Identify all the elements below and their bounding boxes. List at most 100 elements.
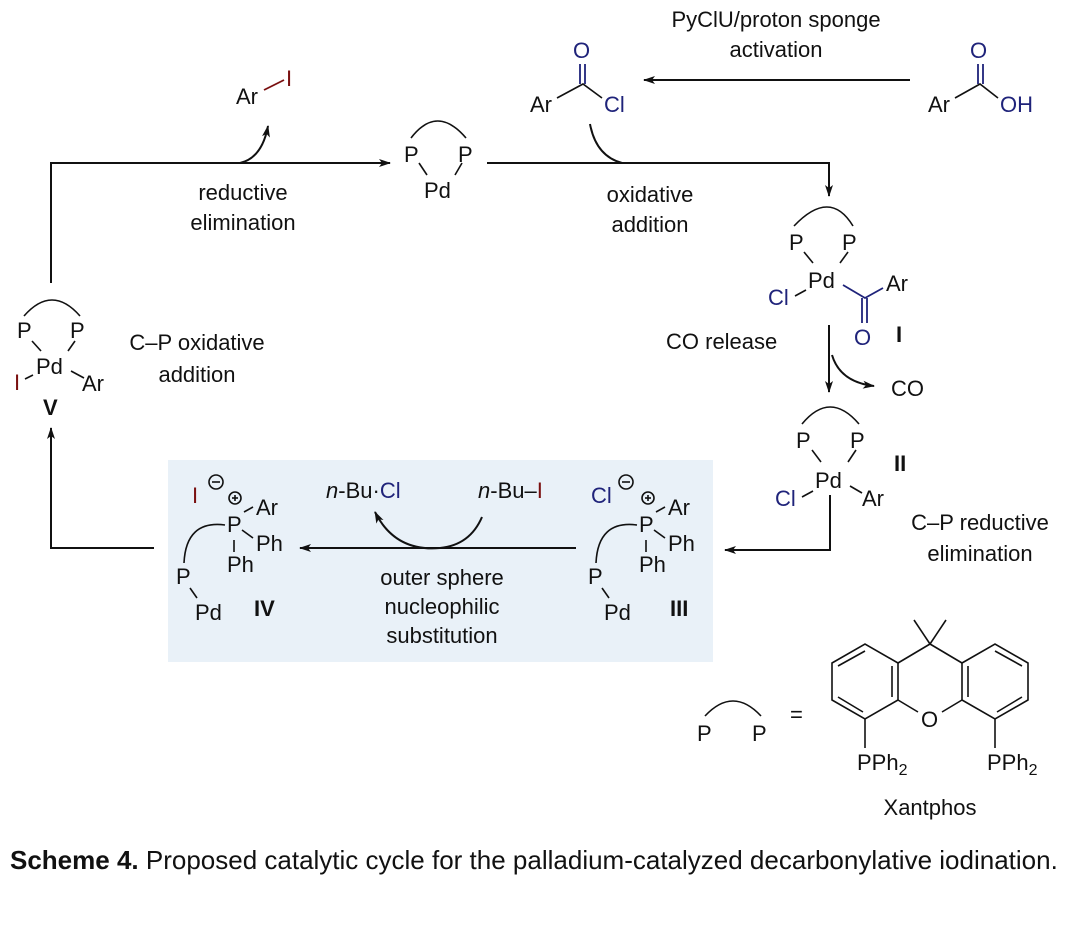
complex-III: Cl Ar P Ph Ph P Pd III (588, 474, 695, 625)
svg-text:PyClU/proton sponge: PyClU/proton sponge (671, 7, 880, 32)
svg-text:O: O (921, 707, 938, 732)
svg-text:P: P (796, 428, 811, 453)
svg-text:Cl: Cl (604, 92, 625, 117)
svg-text:Ph: Ph (227, 552, 254, 577)
step-co-release: CO release (666, 329, 777, 354)
svg-text:Ar: Ar (82, 371, 104, 396)
svg-text:P: P (639, 512, 654, 537)
svg-text:reductive: reductive (198, 180, 287, 205)
activation-reagent-label: PyClU/proton sponge activation (671, 7, 880, 62)
complex-V: P P Pd I Ar V (14, 299, 104, 420)
step-outer-sphere-substitution: outer sphere nucleophilic substitution (380, 565, 504, 648)
svg-text:P: P (789, 230, 804, 255)
svg-text:V: V (43, 395, 58, 420)
svg-text:P: P (227, 512, 242, 537)
nbu-i-reagent: n-Bu–I (478, 478, 543, 503)
svg-text:Ar: Ar (928, 92, 950, 117)
svg-text:Ph: Ph (639, 552, 666, 577)
svg-text:elimination: elimination (927, 541, 1032, 566)
cycle-arrow-v-to-pd0 (50, 159, 391, 283)
svg-text:Ar: Ar (530, 92, 552, 117)
svg-text:P: P (842, 230, 857, 255)
aryl-iodide-product: Ar I (236, 66, 292, 109)
step-reductive-elimination: reductive elimination (190, 180, 295, 235)
caption-label: Scheme 4. (10, 845, 139, 875)
svg-text:II: II (894, 451, 906, 476)
complex-II: P P Pd Cl Ar II (775, 406, 906, 511)
co-byproduct: CO (891, 376, 924, 401)
svg-text:P: P (176, 564, 191, 589)
carboxylic-acid: Ar O OH (928, 38, 1033, 117)
svg-text:Ph: Ph (668, 531, 695, 556)
svg-text:I: I (192, 483, 198, 508)
svg-text:I: I (14, 370, 20, 395)
svg-text:Cl: Cl (591, 483, 612, 508)
cycle-arrow-pd0-to-I (487, 162, 833, 197)
svg-text:P: P (697, 721, 712, 746)
svg-text:substitution: substitution (386, 623, 497, 648)
svg-text:PPh2: PPh2 (857, 750, 908, 779)
svg-text:P: P (458, 142, 473, 167)
svg-text:P: P (70, 318, 85, 343)
svg-text:Pd: Pd (815, 468, 842, 493)
ligand-legend: P P = (697, 700, 803, 746)
step-cp-reductive-elimination: C–P reductive elimination (911, 510, 1049, 566)
svg-text:n-Bu–I: n-Bu–I (478, 478, 543, 503)
svg-text:Pd: Pd (808, 268, 835, 293)
svg-text:Ar: Ar (862, 486, 884, 511)
svg-text:oxidative: oxidative (607, 182, 694, 207)
svg-text:Ar: Ar (886, 271, 908, 296)
svg-text:Pd: Pd (604, 600, 631, 625)
svg-text:nucleophilic: nucleophilic (385, 594, 500, 619)
svg-text:Pd: Pd (424, 178, 451, 203)
nbu-cl-byproduct: n-Bu·Cl (326, 478, 401, 503)
scheme-caption: Scheme 4. Proposed catalytic cycle for t… (10, 838, 1068, 882)
svg-text:IV: IV (254, 596, 275, 621)
step-oxidative-addition: oxidative addition (607, 182, 694, 237)
highlight-box (168, 460, 713, 662)
svg-text:C–P oxidative: C–P oxidative (129, 330, 264, 355)
svg-text:Xantphos: Xantphos (884, 795, 977, 820)
svg-text:P: P (850, 428, 865, 453)
cycle-arrow-II-to-III (724, 495, 831, 554)
svg-text:PPh2: PPh2 (987, 750, 1038, 779)
svg-text:OH: OH (1000, 92, 1033, 117)
svg-text:P: P (752, 721, 767, 746)
svg-text:C–P reductive: C–P reductive (911, 510, 1049, 535)
step-cp-oxidative-addition: C–P oxidative addition (129, 330, 264, 387)
svg-text:O: O (854, 325, 871, 350)
xantphos-structure: O PPh2 PPh2 Xantphos (831, 619, 1038, 820)
svg-text:n-Bu·Cl: n-Bu·Cl (326, 478, 401, 503)
complex-IV: I Ar P Ph Ph P Pd IV (176, 474, 283, 625)
svg-text:addition: addition (611, 212, 688, 237)
svg-text:P: P (404, 142, 419, 167)
svg-text:P: P (588, 564, 603, 589)
svg-text:I: I (286, 66, 292, 91)
acyl-chloride-entry-arrow (589, 123, 623, 164)
svg-text:O: O (573, 38, 590, 63)
svg-text:addition: addition (158, 362, 235, 387)
svg-text:Ar: Ar (256, 495, 278, 520)
acyl-chloride: Ar O Cl (530, 38, 625, 117)
svg-text:Pd: Pd (195, 600, 222, 625)
nbu-exchange-arrow (374, 511, 483, 550)
svg-text:III: III (670, 596, 688, 621)
complex-I: P P Pd Cl O Ar I (768, 206, 908, 350)
svg-text:P: P (17, 318, 32, 343)
svg-text:Ar: Ar (236, 84, 258, 109)
svg-text:Ar: Ar (668, 495, 690, 520)
svg-text:Cl: Cl (775, 486, 796, 511)
caption-text: Proposed catalytic cycle for the palladi… (138, 845, 1058, 875)
cycle-arrow-IV-to-V (47, 427, 154, 549)
svg-text:Pd: Pd (36, 354, 63, 379)
svg-text:activation: activation (730, 37, 823, 62)
svg-text:O: O (970, 38, 987, 63)
co-release-arrow (831, 354, 875, 389)
svg-text:I: I (896, 322, 902, 347)
pd0-xantphos: P P Pd (404, 120, 473, 203)
svg-text:Cl: Cl (768, 285, 789, 310)
svg-text:Ph: Ph (256, 531, 283, 556)
svg-text:=: = (790, 702, 803, 727)
svg-text:elimination: elimination (190, 210, 295, 235)
catalytic-cycle-diagram: PyClU/proton sponge activation Ar O OH A… (14, 7, 1049, 820)
